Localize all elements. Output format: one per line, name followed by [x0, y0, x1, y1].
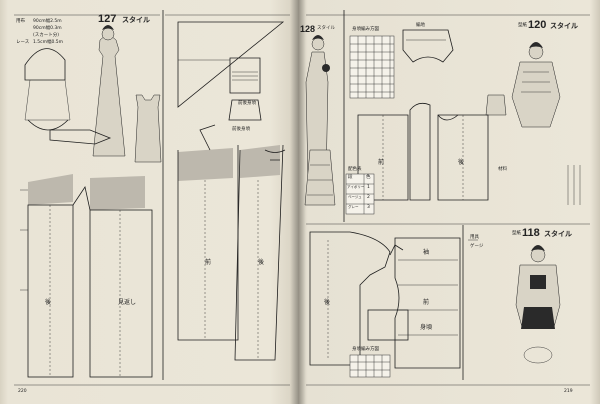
pattern-118-prefix: 型紙 [512, 231, 521, 236]
left-page-number: 220 [18, 389, 27, 394]
right-page-drawings [304, 10, 590, 386]
dress-illustration [92, 25, 126, 157]
pattern-128-style: スタイル [317, 26, 335, 31]
label-sleeve: 袖 [423, 249, 430, 256]
label-facing: 見返し [118, 299, 137, 306]
materials-label-4: レース [16, 40, 30, 45]
label-front-top: 前 [378, 159, 385, 166]
left-page-drawings [14, 10, 290, 386]
materials-label-1: 用布 [16, 19, 25, 24]
label-back-top: 後 [458, 159, 465, 166]
materials-value-4: 1.5cm幅0.5m [33, 40, 64, 45]
article-materials: 材料 [498, 167, 507, 172]
label-back: 後 [45, 299, 52, 306]
table-cell: 1 [367, 185, 370, 190]
fabric-label: 編地 [416, 23, 425, 28]
table-cell: アイボリー [347, 185, 365, 189]
article-gauge: ゲージ [470, 244, 484, 249]
pattern-128-number: 128 [300, 24, 316, 34]
label-back-bottom: 後 [324, 299, 331, 306]
chart-title-top: 身頃編み方図 [352, 27, 379, 32]
pattern-120-prefix: 型紙 [518, 23, 527, 28]
table-cell: グレー [348, 205, 359, 209]
label-front-bottom: 前 [423, 299, 430, 306]
note-front-back: 前後身頃 [238, 101, 256, 106]
pattern-118-style: スタイル [544, 230, 572, 238]
sweater-figure-120 [511, 42, 561, 128]
label-body: 身頃 [420, 324, 433, 331]
right-page-number: 219 [564, 389, 573, 394]
label-front: 前 [205, 259, 212, 266]
label-back-2: 後 [258, 259, 265, 266]
book-gutter [290, 0, 306, 404]
color-table-title: 配色表 [348, 167, 362, 172]
materials-value-1: 90cm幅2.5m [33, 19, 62, 24]
gown-illustration [305, 35, 330, 183]
materials-value-2: 90cm幅0.3m [33, 26, 62, 31]
pattern-number: 127 [98, 13, 117, 25]
style-label: スタイル [122, 16, 150, 24]
color-table [345, 173, 375, 215]
right-page: 128 スタイル 型紙 120 スタイル 型紙 118 スタイル 身頃編み方図 … [298, 0, 600, 404]
table-cell: ベージュ [348, 195, 362, 199]
pattern-120-style: スタイル [550, 22, 578, 30]
table-cell: 3 [367, 205, 370, 210]
table-cell: 2 [367, 195, 370, 200]
cardigan-figure-118 [515, 245, 561, 329]
chart-title-bottom: 身頃編み方図 [352, 347, 379, 352]
left-page: 用布 90cm幅2.5m 90cm幅0.3m (スカート分) レース 1.5cm… [0, 0, 298, 404]
note-bodice: 前後身頃 [232, 127, 250, 132]
pattern-118-number: 118 [522, 227, 540, 239]
pattern-120-number: 120 [528, 19, 547, 31]
materials-value-3: (スカート分) [33, 33, 60, 38]
knitting-grid [349, 35, 395, 99]
table-cell: 色 [366, 175, 371, 180]
article-tools: 用具 [470, 235, 479, 240]
table-cell: 段 [348, 175, 353, 180]
